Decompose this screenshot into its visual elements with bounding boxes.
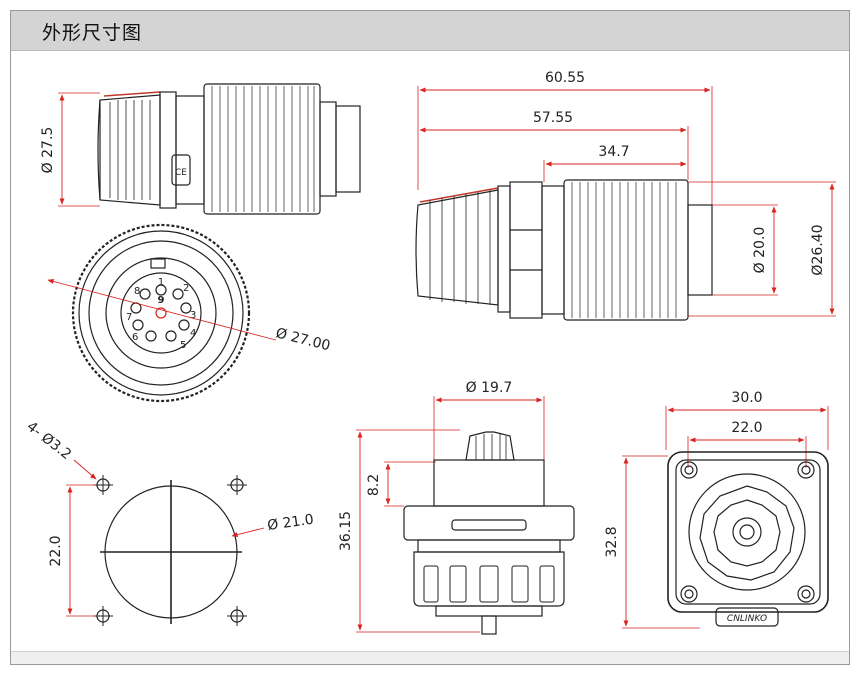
side-view-small: Ø 27.5 CE xyxy=(40,83,361,215)
dim-length-347-text: 34.7 xyxy=(598,144,629,160)
dim-socket-h2: 36.15 xyxy=(338,429,480,633)
pin-1: 1 xyxy=(158,277,164,288)
dim-front-dia: Ø 27.00 xyxy=(47,279,332,354)
side-view-large: 60.55 57.55 34.7 Ø 20.0 Ø26.40 xyxy=(415,70,836,321)
dim-length-5755-text: 57.55 xyxy=(533,110,573,126)
dim-socket-w1-text: 30.0 xyxy=(731,390,762,406)
brand-logo-text: CNLINKO xyxy=(727,614,767,624)
dim-cut-dia-text: Ø 21.0 xyxy=(266,512,314,534)
dim-cut-dia: Ø 21.0 xyxy=(231,512,315,538)
dim-holes-text: 4- Ø3.2 xyxy=(24,419,75,463)
dim-socket-w2-text: 22.0 xyxy=(731,420,762,436)
dim-dia-20-text: Ø 20.0 xyxy=(752,227,768,274)
dim-socket-h1-text: 8.2 xyxy=(366,474,382,496)
dim-side-small-dia: Ø 27.5 xyxy=(40,92,100,207)
dim-length-6055: 60.55 xyxy=(417,70,713,205)
pin-4: 4 xyxy=(190,328,196,339)
dim-socket-h1: 8.2 xyxy=(366,461,436,507)
ce-mark: CE xyxy=(175,168,187,178)
front-view: 1 2 3 4 5 6 7 8 9 Ø 27.00 xyxy=(47,223,332,403)
pin-3: 3 xyxy=(190,310,196,321)
pin-7: 7 xyxy=(126,312,132,323)
dim-socket-dia-text: Ø 19.7 xyxy=(466,380,513,396)
pin-9: 9 xyxy=(158,295,165,306)
dim-socket-h: 32.8 xyxy=(604,455,700,629)
dim-pitch-text: 22.0 xyxy=(48,535,64,566)
socket-side-view: Ø 19.7 8.2 36.15 xyxy=(338,380,575,635)
dim-side-small-dia-text: Ø 27.5 xyxy=(40,127,56,174)
pin-5: 5 xyxy=(180,340,186,351)
panel-cutout-view: 4- Ø3.2 22.0 Ø 21.0 xyxy=(24,419,315,626)
header-bar: 外形尺寸图 xyxy=(11,11,849,51)
mount-holes xyxy=(93,475,247,626)
dim-length-6055-text: 60.55 xyxy=(545,70,585,86)
dim-dia-2640-text: Ø26.40 xyxy=(810,224,826,275)
dim-dia-2640: Ø26.40 xyxy=(688,181,836,317)
dim-socket-w2: 22.0 xyxy=(687,420,807,468)
dim-front-dia-text: Ø 27.00 xyxy=(274,325,332,354)
page-title: 外形尺寸图 xyxy=(42,22,143,44)
dim-socket-w1: 30.0 xyxy=(665,390,829,450)
dim-socket-dia: Ø 19.7 xyxy=(433,380,545,466)
pin-2: 2 xyxy=(183,283,189,294)
bottom-strip xyxy=(11,651,849,664)
dim-dia-20: Ø 20.0 xyxy=(712,204,778,296)
dim-length-347: 34.7 xyxy=(543,144,687,182)
dim-socket-h2-text: 36.15 xyxy=(338,511,354,551)
dim-socket-h-text: 32.8 xyxy=(604,526,620,557)
dim-length-5755: 57.55 xyxy=(419,110,689,180)
pin-6: 6 xyxy=(132,332,138,343)
pin-holes xyxy=(130,284,192,342)
socket-front-view: 30.0 22.0 32.8 CNLINKO xyxy=(604,390,829,629)
dim-holes: 4- Ø3.2 xyxy=(24,419,97,480)
dim-pitch: 22.0 xyxy=(48,484,96,617)
flange-holes xyxy=(680,461,815,603)
pin-8: 8 xyxy=(134,286,140,297)
